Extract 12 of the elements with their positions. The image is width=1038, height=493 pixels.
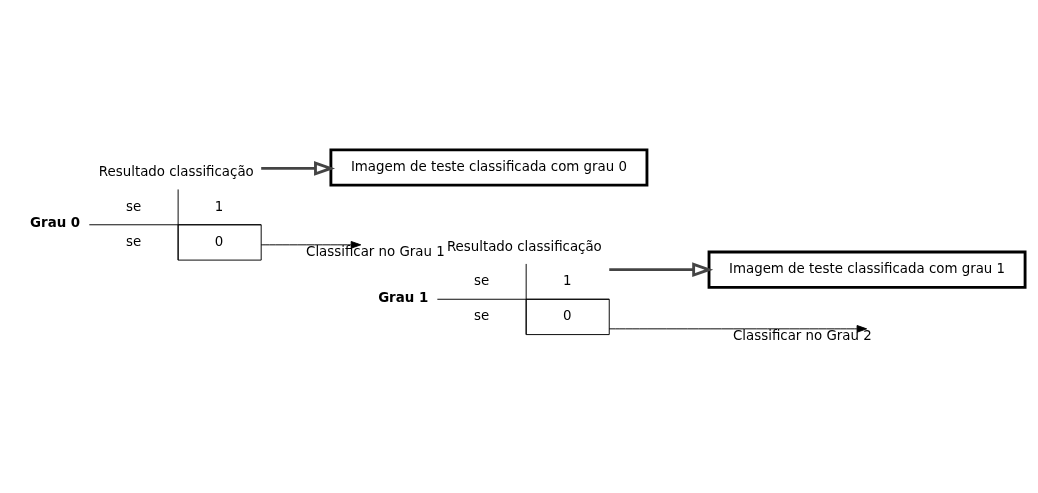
node-box: Imagem de teste classificada com grau 0 — [329, 148, 649, 187]
node-label: Resultado classificação — [98, 164, 254, 180]
arrow — [608, 325, 868, 333]
node-label: Grau 1 — [378, 289, 429, 305]
node-label: Resultado classificação — [446, 238, 602, 254]
arrow — [261, 161, 336, 176]
edge-label: Classificar no Grau 1 — [306, 243, 445, 259]
edge-label: Classificar no Grau 2 — [733, 327, 872, 343]
arrow — [609, 262, 714, 277]
node-label: Grau 0 — [30, 215, 81, 231]
arrow — [260, 241, 362, 249]
node-box: Imagem de teste classificada com grau 1 — [707, 250, 1027, 289]
